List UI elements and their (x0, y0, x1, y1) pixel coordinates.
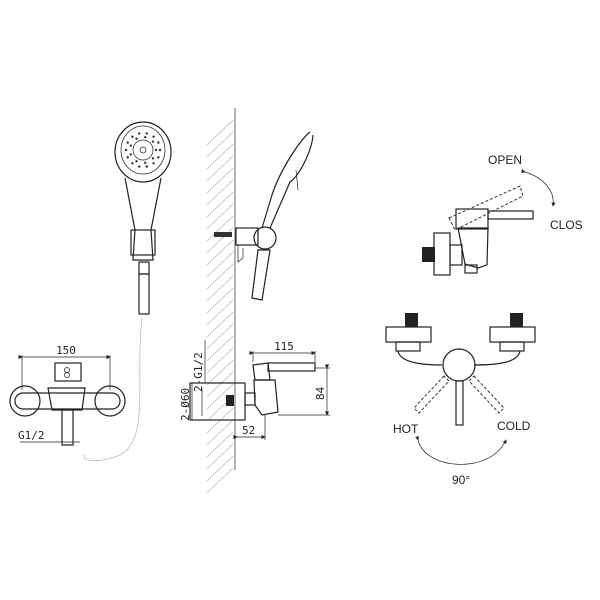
hand-shower-side (214, 131, 314, 301)
angle-arrow (415, 436, 507, 465)
wall-hatching (206, 119, 234, 494)
hatch-line (206, 443, 234, 470)
spray-nozzle (138, 132, 141, 135)
hatch-line (206, 179, 234, 206)
rotation-arrow (521, 168, 556, 207)
hatch-line (206, 119, 234, 146)
spray-nozzle (145, 132, 148, 135)
flange-dim-label: 2-Ø60 (179, 388, 192, 421)
hatch-line (206, 287, 234, 314)
spray-nozzle (158, 148, 162, 152)
length-dim-label: 115 (274, 340, 294, 353)
height-dim-label: 84 (314, 386, 327, 400)
hatch-line (206, 275, 234, 302)
hatch-line (206, 227, 234, 254)
hatch-line (206, 347, 234, 374)
close-label: CLOS (550, 218, 583, 232)
hatch-line (206, 167, 234, 194)
spray-nozzle (154, 148, 158, 152)
hatch-line (206, 191, 234, 218)
spray-nozzle (126, 156, 129, 159)
outlet-thread-label: G1/2 (18, 429, 45, 442)
hose-curve (83, 317, 143, 462)
lever-hot-cold-diagram: HOT COLD 90° (385, 313, 536, 487)
hot-label: HOT (393, 422, 419, 436)
angle-label: 90° (452, 473, 470, 487)
lever-open-close-diagram: OPEN CLOS (422, 153, 583, 276)
hatch-line (206, 143, 234, 170)
hatch-line (206, 215, 234, 242)
hatch-line (206, 359, 234, 386)
hatch-line (206, 299, 234, 326)
spray-nozzle (124, 148, 128, 152)
spray-nozzle (126, 141, 129, 144)
spray-nozzle (131, 135, 134, 138)
cold-label: COLD (497, 419, 531, 433)
spray-nozzle (152, 162, 155, 165)
hatch-line (206, 251, 234, 278)
hatch-line (206, 311, 234, 338)
spray-nozzle (152, 135, 155, 138)
spray-nozzle (135, 160, 138, 163)
open-label: OPEN (488, 153, 522, 167)
spray-nozzle (129, 153, 132, 156)
hatch-line (206, 323, 234, 350)
hatch-line (206, 467, 234, 494)
spray-nozzle (151, 140, 155, 143)
mixer-front-view: 150 G1/2 (9, 344, 126, 446)
inlet-thread-label: 2-G1/2 (192, 352, 205, 392)
spray-nozzle (138, 165, 141, 168)
hatch-line (206, 203, 234, 230)
spray-nozzle (157, 156, 160, 159)
hatch-line (206, 155, 234, 182)
hatch-line (206, 131, 234, 158)
hand-shower-front (114, 121, 172, 315)
spray-nozzle (145, 165, 148, 168)
spray-nozzle (129, 144, 132, 147)
spray-nozzle (144, 161, 147, 165)
hatch-line (206, 383, 234, 410)
hatch-line (206, 239, 234, 266)
hatch-line (206, 431, 234, 458)
hatch-line (206, 419, 234, 446)
spray-nozzle (157, 141, 160, 144)
mixer-side-view: 2-G1/2 2-Ø60 115 84 52 (179, 340, 330, 440)
hatch-line (206, 335, 234, 362)
hatch-line (206, 371, 234, 398)
spray-nozzle (151, 157, 155, 160)
hatch-line (206, 263, 234, 290)
spray-nozzle (144, 135, 147, 139)
hatch-line (206, 455, 234, 482)
spray-nozzle (135, 137, 138, 140)
depth-dim-label: 52 (242, 424, 255, 437)
spray-nozzle (131, 162, 134, 165)
width-dim-label: 150 (56, 344, 76, 357)
